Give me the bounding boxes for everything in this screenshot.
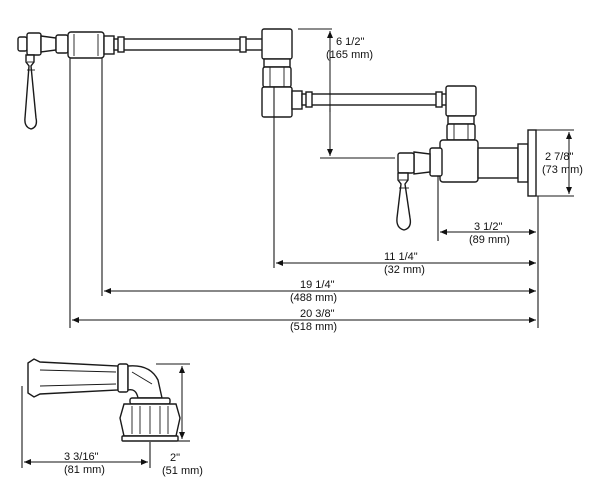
inner-depth-imperial: 3 1/2" (474, 221, 502, 233)
lower-swivel (446, 115, 476, 141)
spout-reach-metric: (488 mm) (290, 292, 337, 304)
handle-height-metric: (51 mm) (162, 465, 203, 477)
total-reach-metric: (518 mm) (290, 321, 337, 333)
middle-arm (291, 85, 477, 117)
inner-depth-metric: (89 mm) (469, 234, 510, 246)
upper-valve-handle (17, 32, 69, 130)
handle-length-imperial: 3 3/16" (64, 451, 99, 463)
spout-reach-imperial: 19 1/4" (300, 279, 335, 291)
lower-valve-body (396, 129, 537, 231)
middle-reach-imperial: 11 1/4" (384, 251, 418, 263)
middle-reach-metric: (32 mm) (384, 264, 425, 276)
handle-height-imperial: 2" (170, 452, 180, 464)
total-reach-imperial: 20 3/8" (300, 308, 335, 320)
faucet-elevation: 6 1/2" (165 mm) 2 7/8" (73 mm) 3 1/2" (8… (17, 28, 583, 333)
upper-arm (67, 31, 265, 59)
riser-height-imperial: 6 1/2" (336, 36, 364, 48)
handle-length-metric: (81 mm) (64, 464, 105, 476)
flange-height-metric: (73 mm) (542, 164, 583, 176)
dimension-lines (72, 31, 572, 323)
riser-height-metric: (165 mm) (326, 49, 373, 61)
handle-detail: 3 3/16" (81 mm) 2" (51 mm) (21, 358, 203, 477)
upper-elbow-swivel (261, 28, 293, 118)
dimension-labels: 6 1/2" (165 mm) 2 7/8" (73 mm) 3 1/2" (8… (290, 36, 583, 333)
witness-lines (69, 28, 574, 328)
flange-height-imperial: 2 7/8" (545, 151, 573, 163)
